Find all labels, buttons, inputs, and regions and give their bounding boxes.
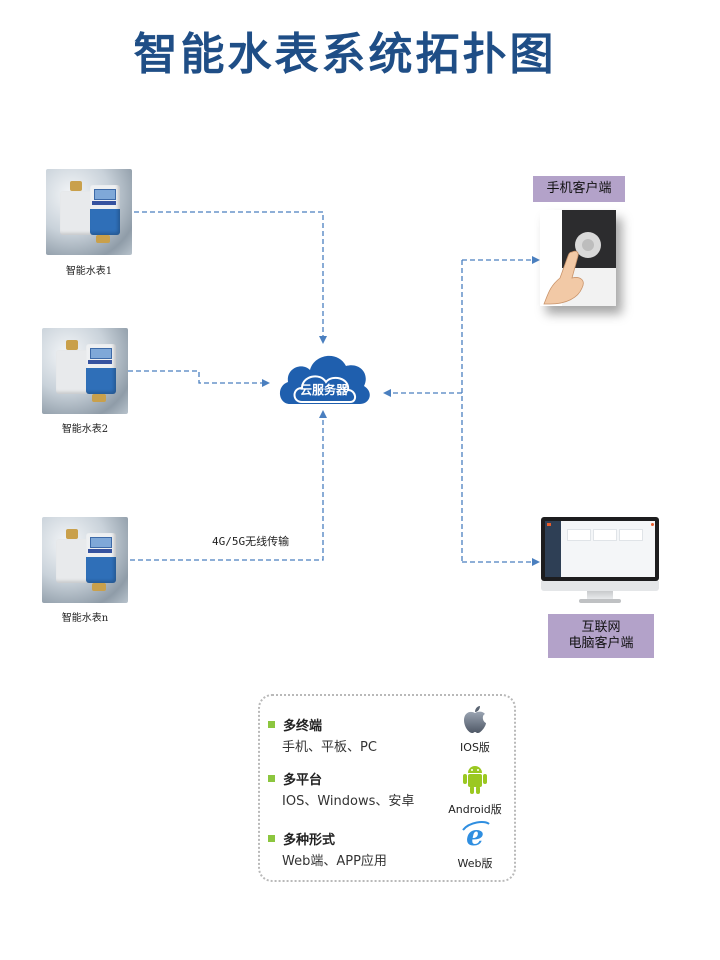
connector-meter1-cloud	[134, 211, 327, 344]
mobile-client-image	[540, 210, 616, 306]
feature-desc: 手机、平板、PC	[282, 740, 377, 755]
connector-meterN-cloud	[130, 410, 327, 561]
android-icon	[463, 766, 487, 794]
connector-meter2-cloud	[128, 370, 270, 387]
feature-item: 多平台 IOS、Windows、安卓	[268, 768, 414, 809]
feature-title: 多终端	[283, 719, 323, 734]
platform-label: Web版	[457, 857, 493, 870]
platform-ios: IOS版	[440, 704, 510, 755]
bullet-icon	[268, 775, 275, 782]
bullet-icon	[268, 835, 275, 842]
pc-client-image	[541, 517, 659, 605]
meter-label-1: 智能水表1	[65, 266, 113, 277]
water-meter-image-2	[42, 328, 128, 414]
water-meter-image-n	[42, 517, 128, 603]
feature-item: 多终端 手机、平板、PC	[268, 714, 377, 755]
platform-web: e Web版	[440, 819, 510, 871]
feature-title: 多平台	[283, 773, 323, 788]
pc-client-label-line2: 电脑客户端	[568, 636, 634, 651]
feature-desc: IOS、Windows、安卓	[282, 794, 415, 809]
pc-client-label-line1: 互联网	[581, 620, 621, 635]
ie-icon: e	[462, 819, 490, 852]
bullet-icon	[268, 721, 275, 728]
mobile-client-label: 手机客户端	[533, 176, 625, 202]
apple-icon	[464, 706, 486, 733]
pc-client-label: 互联网 电脑客户端	[548, 614, 654, 658]
wireless-label: 4G/5G无线传输	[212, 535, 290, 548]
svg-text:e: e	[466, 820, 484, 850]
feature-desc: Web端、APP应用	[282, 854, 387, 869]
feature-item: 多种形式 Web端、APP应用	[268, 828, 387, 869]
platform-android: Android版	[440, 762, 510, 817]
cloud-icon	[279, 355, 370, 404]
platform-label: Android版	[448, 803, 502, 816]
features-panel: 多终端 手机、平板、PC 多平台 IOS、Windows、安卓 多种形式 Web…	[258, 694, 516, 882]
diagram-title: 智能水表系统拓扑图	[133, 29, 557, 80]
cloud-label: 云服务器	[299, 383, 348, 397]
cloud-server: 云服务器	[276, 346, 372, 408]
finger-hand-icon	[543, 250, 584, 305]
meter-label-n: 智能水表n	[61, 613, 109, 624]
water-meter-image-1	[46, 169, 132, 255]
meter-label-2: 智能水表2	[61, 424, 109, 435]
platform-label: IOS版	[460, 741, 490, 754]
feature-title: 多种形式	[283, 833, 336, 848]
